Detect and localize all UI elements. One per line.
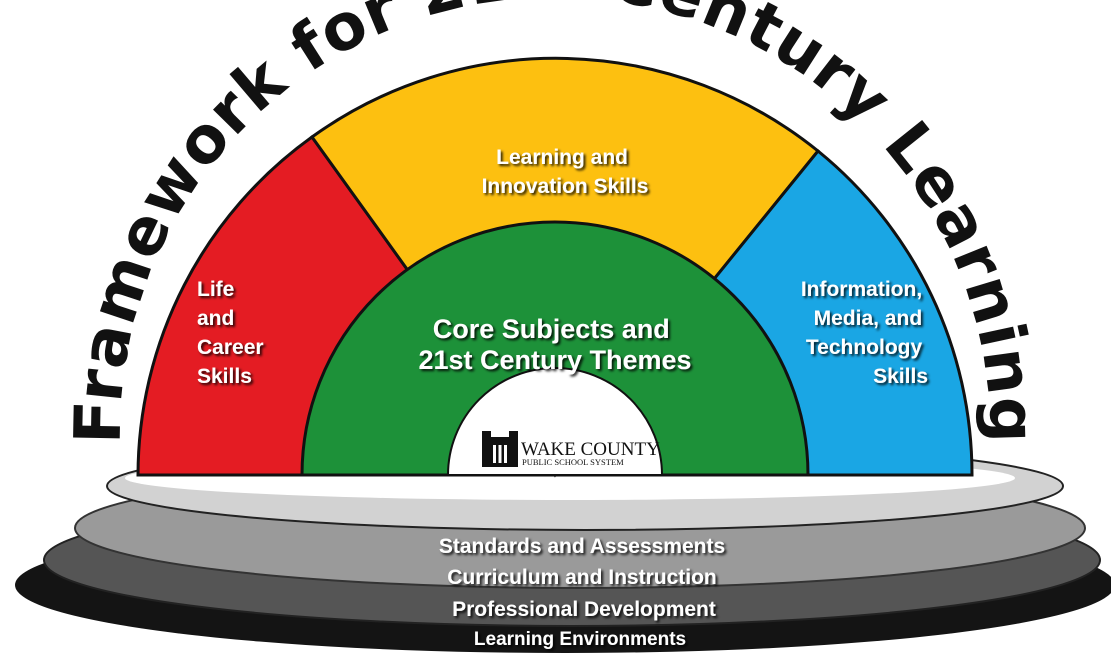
core-subjects-line-1: Core Subjects and	[433, 314, 670, 344]
life-career-line-1: Life	[197, 278, 234, 301]
information-media-line-4: Skills	[873, 365, 928, 388]
core-subjects-segment	[300, 220, 810, 477]
professional-development-label: Professional Development	[452, 598, 716, 621]
logo-name: WAKE COUNTY	[521, 439, 660, 460]
learning-environments-label: Learning Environments	[474, 629, 686, 650]
information-media-line-1: Information,	[801, 278, 922, 301]
logo-subtitle: PUBLIC SCHOOL SYSTEM	[522, 457, 624, 467]
wake-county-logo: WAKE COUNTY PUBLIC SCHOOL SYSTEM	[482, 431, 660, 467]
life-career-line-4: Skills	[197, 365, 252, 388]
learning-innovation-line-2: Innovation Skills	[482, 175, 649, 198]
curriculum-instruction-label: Curriculum and Instruction	[447, 566, 717, 589]
life-career-label: Life and Career Skills	[197, 278, 269, 388]
building-icon	[482, 431, 518, 467]
standards-assessments-label: Standards and Assessments	[439, 535, 725, 558]
core-subjects-label: Core Subjects and 21st Century Themes	[418, 314, 691, 375]
learning-innovation-label: Learning and Innovation Skills	[482, 146, 649, 198]
life-career-line-2: and	[197, 307, 234, 330]
core-subjects-line-2: 21st Century Themes	[418, 345, 691, 375]
life-career-line-3: Career	[197, 336, 264, 359]
information-media-line-2: Media, and	[814, 307, 923, 330]
learning-innovation-line-1: Learning and	[496, 146, 628, 169]
information-media-line-3: Technology	[806, 336, 923, 359]
information-media-label: Information, Media, and Technology Skill…	[801, 278, 928, 388]
